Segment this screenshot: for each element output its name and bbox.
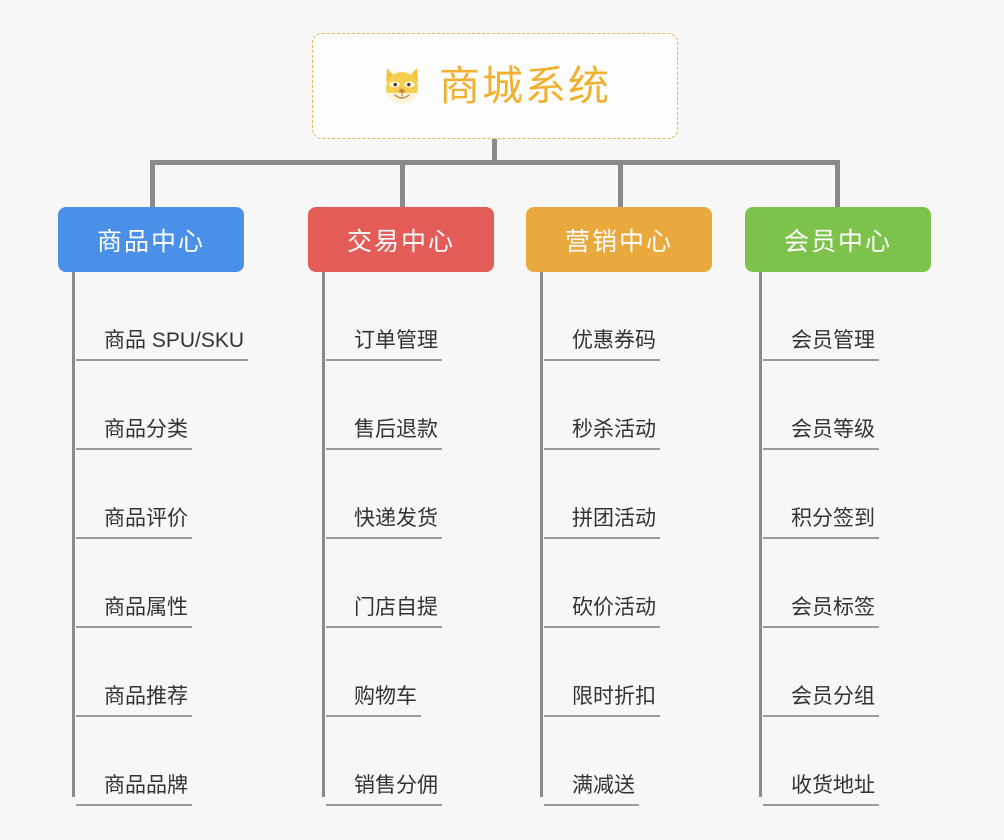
leaf-label: 售后退款 [326,418,442,450]
leaf-item[interactable]: 满减送 [540,717,712,806]
leaf-label: 秒杀活动 [544,418,660,450]
leaf-label: 收货地址 [763,774,879,806]
leaf-label: 商品推荐 [76,685,192,717]
leaf-label: 商品评价 [76,507,192,539]
branch-spine-2 [322,272,325,797]
shiba-dog-face-icon [379,63,425,109]
branch-column-2: 交易中心 订单管理 售后退款 快递发货 门店自提 购物车 销售分佣 [308,207,494,806]
leaf-item[interactable]: 会员管理 [759,272,931,361]
category-label-4: 会员中心 [783,227,892,256]
leaf-label: 快递发货 [326,507,442,539]
branch-column-4: 会员中心 会员管理 会员等级 积分签到 会员标签 会员分组 收货地址 [745,207,931,806]
leaf-item[interactable]: 商品 SPU/SKU [72,272,249,361]
leaf-item[interactable]: 销售分佣 [322,717,494,806]
category-label-2: 交易中心 [346,227,455,256]
category-box-2[interactable]: 交易中心 [308,207,494,272]
connector-drop-1 [150,160,155,208]
leaf-item[interactable]: 商品品牌 [72,717,244,806]
leaf-item[interactable]: 限时折扣 [540,628,712,717]
leaf-label: 会员等级 [763,418,879,450]
category-label-1: 商品中心 [96,227,205,256]
leaf-item[interactable]: 商品推荐 [72,628,244,717]
category-box-4[interactable]: 会员中心 [745,207,931,272]
connector-drop-4 [835,160,840,208]
branch-spine-4 [759,272,762,797]
leaf-item[interactable]: 订单管理 [322,272,494,361]
root-title: 商城系统 [439,62,611,109]
leaf-label: 门店自提 [326,596,442,628]
leaf-item[interactable]: 会员标签 [759,539,931,628]
leaf-item[interactable]: 商品评价 [72,450,244,539]
leaf-label: 会员分组 [763,685,879,717]
branch-column-3: 营销中心 优惠券码 秒杀活动 拼团活动 砍价活动 限时折扣 满减送 [526,207,712,806]
leaf-label: 销售分佣 [326,774,442,806]
branch-items-2: 订单管理 售后退款 快递发货 门店自提 购物车 销售分佣 [322,272,494,806]
branch-items-4: 会员管理 会员等级 积分签到 会员标签 会员分组 收货地址 [759,272,931,806]
connector-root-stem [492,139,497,163]
branch-spine-3 [540,272,543,797]
leaf-item[interactable]: 拼团活动 [540,450,712,539]
connector-drop-2 [400,160,405,208]
connector-drop-3 [618,160,623,208]
leaf-label: 商品属性 [76,596,192,628]
leaf-item[interactable]: 秒杀活动 [540,361,712,450]
category-box-3[interactable]: 营销中心 [526,207,712,272]
leaf-label: 商品品牌 [76,774,192,806]
leaf-label: 拼团活动 [544,507,660,539]
leaf-item[interactable]: 商品分类 [72,361,244,450]
category-box-1[interactable]: 商品中心 [58,207,244,272]
leaf-label: 限时折扣 [544,685,660,717]
leaf-item[interactable]: 快递发货 [322,450,494,539]
leaf-label: 满减送 [544,774,639,806]
leaf-label: 购物车 [326,685,421,717]
branch-items-3: 优惠券码 秒杀活动 拼团活动 砍价活动 限时折扣 满减送 [540,272,712,806]
leaf-item[interactable]: 优惠券码 [540,272,712,361]
branch-column-1: 商品中心 商品 SPU/SKU 商品分类 商品评价 商品属性 商品推荐 商品品牌 [58,207,249,806]
leaf-item[interactable]: 售后退款 [322,361,494,450]
leaf-item[interactable]: 收货地址 [759,717,931,806]
root-node[interactable]: 商城系统 [312,33,678,139]
leaf-label: 会员管理 [763,329,879,361]
leaf-item[interactable]: 积分签到 [759,450,931,539]
leaf-item[interactable]: 门店自提 [322,539,494,628]
branch-items-1: 商品 SPU/SKU 商品分类 商品评价 商品属性 商品推荐 商品品牌 [72,272,249,806]
leaf-label: 砍价活动 [544,596,660,628]
leaf-label: 优惠券码 [544,329,660,361]
leaf-label: 积分签到 [763,507,879,539]
leaf-item[interactable]: 砍价活动 [540,539,712,628]
leaf-item[interactable]: 购物车 [322,628,494,717]
leaf-label: 订单管理 [326,329,442,361]
leaf-item[interactable]: 商品属性 [72,539,244,628]
connector-horizontal-bus [150,160,840,165]
category-label-3: 营销中心 [564,227,673,256]
leaf-label: 商品分类 [76,418,192,450]
leaf-label: 商品 SPU/SKU [76,329,249,361]
leaf-label: 会员标签 [763,596,879,628]
branch-spine-1 [72,272,75,797]
leaf-item[interactable]: 会员等级 [759,361,931,450]
leaf-item[interactable]: 会员分组 [759,628,931,717]
